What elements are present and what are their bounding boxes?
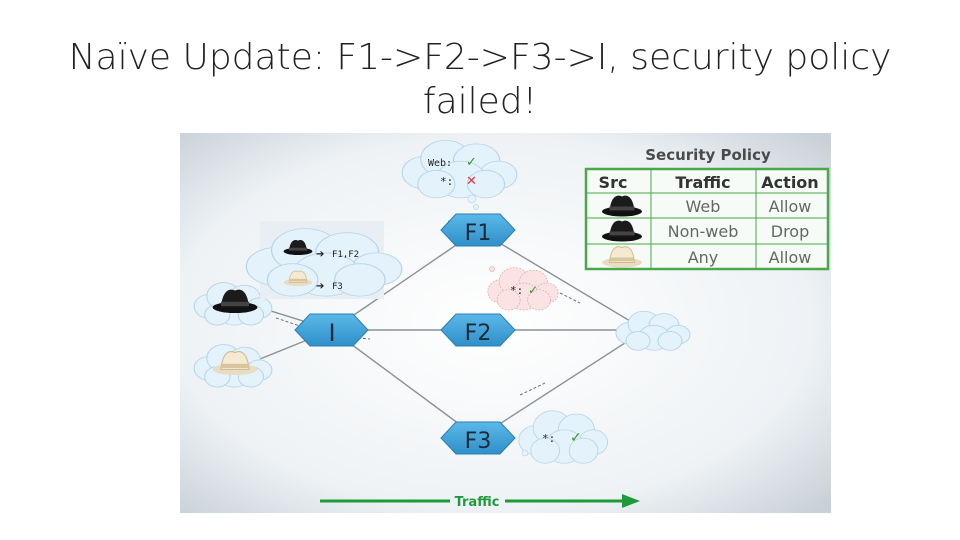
rule1-target: F1,F2 — [332, 250, 359, 260]
switch-f2-label: F2 — [465, 321, 492, 346]
switch-i-label: I — [328, 319, 335, 347]
header-traffic: Traffic — [675, 173, 730, 192]
row2-action: Drop — [771, 222, 810, 241]
row1-action: Allow — [769, 197, 812, 216]
security-policy-table: Security Policy Src Traffic Action Web A… — [584, 146, 830, 271]
switch-f3: F3 — [440, 421, 516, 455]
wildcard-rule-label: *: — [510, 284, 523, 297]
cross-icon: ✕ — [466, 174, 477, 189]
row1-traffic: Web — [686, 197, 721, 216]
title-line-2: failed! — [422, 81, 538, 122]
header-src: Src — [599, 173, 628, 192]
traffic-label: Traffic — [455, 495, 500, 510]
header-action: Action — [761, 173, 818, 192]
slide-title: Naïve Update: F1->F2->F3->I, security po… — [0, 36, 960, 124]
switch-f1: F1 — [440, 213, 516, 247]
check-icon: ✓ — [466, 155, 477, 170]
rule2-arrow: ➔ — [316, 281, 324, 292]
policy-title: Security Policy — [645, 146, 771, 164]
switch-f3-label: F3 — [465, 429, 492, 454]
f1-rules-bubble: Web: ✓ *: ✕ — [401, 139, 518, 210]
rule2-target: F3 — [332, 282, 343, 292]
check-icon: ✓ — [570, 430, 582, 446]
check-icon: ✓ — [528, 283, 538, 297]
title-line-1: Naïve Update: F1->F2->F3->I, security po… — [68, 37, 892, 78]
row2-traffic: Non-web — [668, 222, 739, 241]
ingress-rules-bubble: ➔ F1,F2 ➔ F3 — [245, 221, 403, 299]
web-rule-label: Web: — [428, 158, 452, 169]
switch-i: I — [294, 313, 369, 347]
rule1-arrow: ➔ — [316, 249, 324, 260]
wildcard-rule-label: *: — [440, 175, 453, 188]
network-diagram: ➔ F1,F2 ➔ F3 Web: ✓ *: ✕ *: ✓ *: ✓ I F1 … — [180, 133, 831, 513]
row3-action: Allow — [769, 248, 812, 267]
traffic-arrow: Traffic — [320, 494, 640, 510]
f2-rule-bubble: *: ✓ — [487, 266, 559, 311]
row3-traffic: Any — [688, 248, 719, 267]
wildcard-rule-label: *: — [542, 432, 555, 445]
switch-f1-label: F1 — [465, 221, 492, 246]
switch-f2: F2 — [440, 313, 516, 347]
f3-rule-bubble: *: ✓ — [518, 410, 609, 464]
